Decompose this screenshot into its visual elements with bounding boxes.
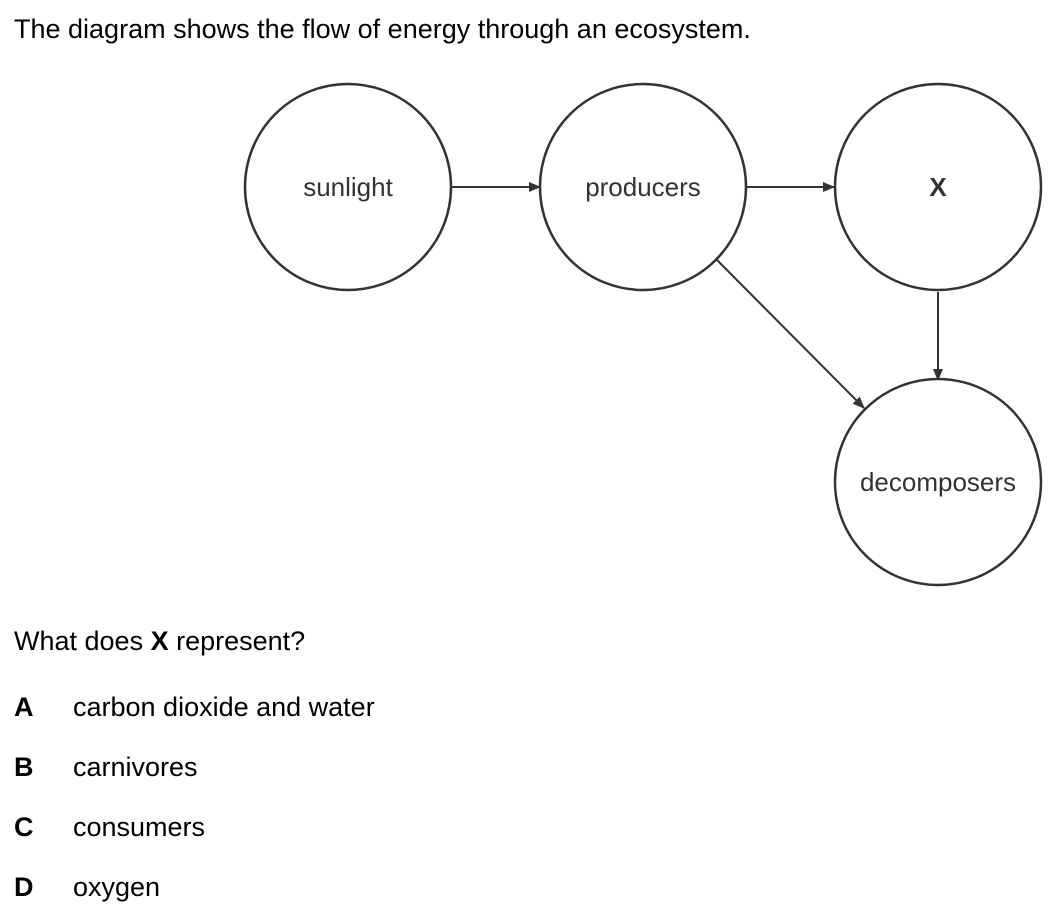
node-x-label: X bbox=[929, 172, 947, 202]
option-b-letter: B bbox=[14, 752, 34, 782]
node-x: X bbox=[833, 82, 1043, 292]
node-sunlight-label: sunlight bbox=[303, 172, 393, 202]
question-prefix: What does bbox=[14, 626, 151, 656]
option-a-letter: A bbox=[14, 692, 34, 722]
question-emphasis: X bbox=[150, 626, 169, 656]
node-decomposers: decomposers bbox=[833, 377, 1043, 587]
option-b-text: carnivores bbox=[73, 752, 198, 782]
node-decomposers-label: decomposers bbox=[860, 467, 1016, 497]
option-a-text: carbon dioxide and water bbox=[73, 692, 375, 722]
option-d-letter: D bbox=[14, 872, 34, 902]
node-producers-label: producers bbox=[585, 172, 701, 202]
question-suffix: represent? bbox=[168, 626, 306, 656]
question-text: What does X represent? bbox=[14, 622, 305, 660]
intro-text: The diagram shows the flow of energy thr… bbox=[14, 14, 751, 44]
arrow-producers-to-decomposers bbox=[716, 259, 865, 409]
node-sunlight: sunlight bbox=[243, 82, 453, 292]
option-c-letter: C bbox=[14, 812, 34, 842]
option-d-text: oxygen bbox=[73, 872, 161, 902]
option-c-text: consumers bbox=[73, 812, 206, 842]
node-producers: producers bbox=[538, 82, 748, 292]
